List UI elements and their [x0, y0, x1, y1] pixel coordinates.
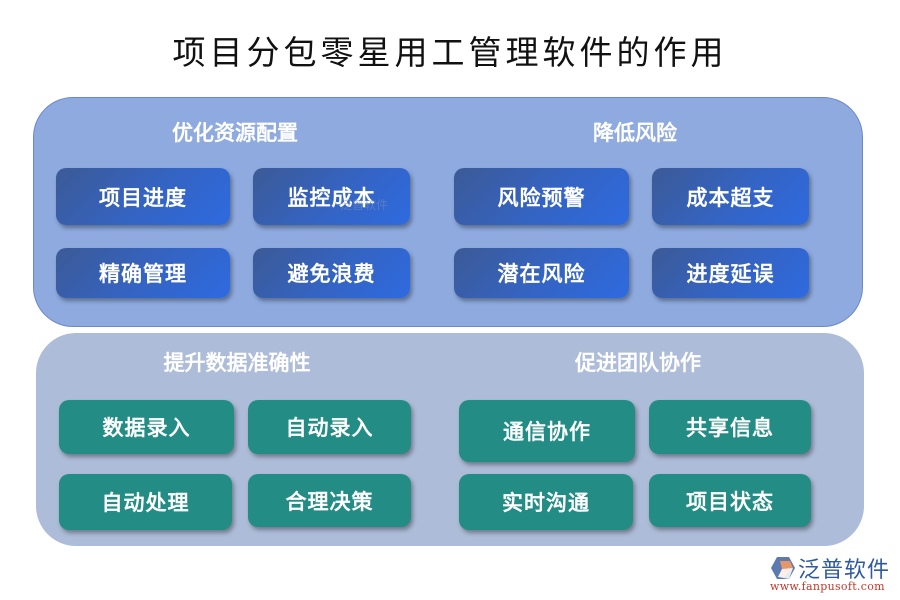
- item-precise-management[interactable]: 精确管理: [56, 248, 230, 298]
- fanpu-logo-icon: [770, 555, 796, 581]
- item-project-status[interactable]: 项目状态: [649, 474, 811, 527]
- item-potential-risk[interactable]: 潜在风险: [454, 248, 629, 298]
- item-reasonable-decision[interactable]: 合理决策: [248, 474, 411, 527]
- item-data-entry[interactable]: 数据录入: [59, 400, 234, 454]
- page-title: 项目分包零星用工管理软件的作用: [172, 33, 728, 72]
- brand-url[interactable]: www.fanpusoft.com: [770, 580, 885, 593]
- item-auto-entry[interactable]: 自动录入: [248, 400, 411, 454]
- section-title-optimize-resources: 优化资源配置: [172, 120, 298, 145]
- item-realtime-chat[interactable]: 实时沟通: [459, 474, 633, 530]
- section-title-team-collaboration: 促进团队协作: [575, 350, 701, 375]
- brand-logo: 泛普软件: [770, 552, 890, 584]
- item-auto-processing[interactable]: 自动处理: [59, 474, 232, 530]
- item-risk-warning[interactable]: 风险预警: [454, 168, 629, 225]
- item-monitor-cost[interactable]: 监控成本: [253, 168, 410, 225]
- section-title-reduce-risk: 降低风险: [593, 120, 677, 145]
- section-title-data-accuracy: 提升数据准确性: [163, 350, 311, 375]
- item-share-info[interactable]: 共享信息: [649, 400, 811, 454]
- item-communication[interactable]: 通信协作: [459, 400, 635, 462]
- item-schedule-delay[interactable]: 进度延误: [652, 248, 809, 298]
- brand-name: 泛普软件: [798, 558, 891, 583]
- item-cost-overrun[interactable]: 成本超支: [652, 168, 809, 225]
- item-project-progress[interactable]: 项目进度: [56, 168, 230, 225]
- item-avoid-waste[interactable]: 避免浪费: [253, 248, 410, 298]
